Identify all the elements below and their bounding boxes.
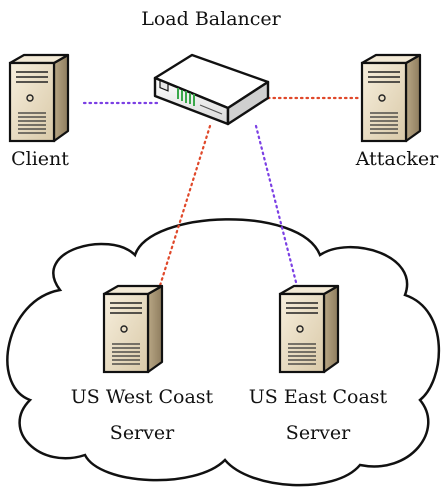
west-server-label-line1: US West Coast <box>70 386 214 408</box>
link-load-balancer-east-server <box>254 124 300 292</box>
west-server-label-line2: Server <box>109 422 175 444</box>
client-server-icon <box>8 53 70 143</box>
attacker-server-icon <box>360 53 422 143</box>
link-load-balancer-west-server <box>156 124 212 294</box>
attacker-label: Attacker <box>355 148 439 170</box>
east-server-label-line1: US East Coast <box>248 386 388 408</box>
client-label: Client <box>11 148 69 170</box>
load-balancer-label: Load Balancer <box>141 8 281 30</box>
east-server-icon <box>278 284 340 374</box>
router-icon <box>153 53 270 126</box>
west-server-icon <box>102 284 164 374</box>
cloud-shape <box>6 218 441 487</box>
east-server-label-line2: Server <box>285 422 351 444</box>
